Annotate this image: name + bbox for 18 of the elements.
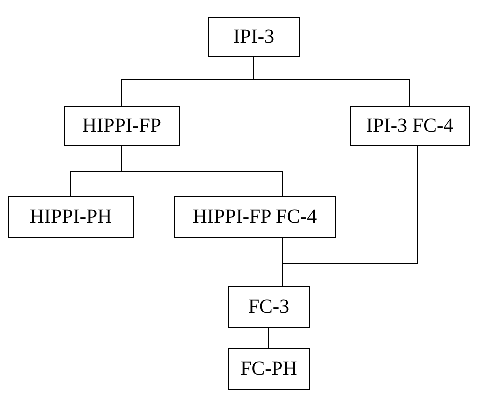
- process-box: [228, 348, 310, 390]
- process-box: [228, 286, 310, 328]
- process-box: [174, 196, 336, 238]
- box-label: HIPPI-FP FC-4: [192, 206, 318, 228]
- connector-line: [282, 146, 418, 286]
- process-box: [350, 106, 470, 146]
- connector-line: [268, 328, 270, 348]
- box-label: IPI-3: [233, 26, 275, 48]
- box-label: HIPPI-FP: [82, 114, 162, 138]
- connector-line: [254, 56, 410, 106]
- box-label: FC-3: [248, 296, 290, 318]
- box-label: HIPPI-PH: [30, 206, 112, 228]
- process-box: [8, 196, 134, 238]
- box-label: FC-PH: [240, 358, 298, 380]
- process-box: [208, 17, 300, 57]
- process-box: [64, 106, 180, 146]
- connector-line: [122, 146, 284, 196]
- box-label: IPI-3 FC-4: [366, 114, 454, 138]
